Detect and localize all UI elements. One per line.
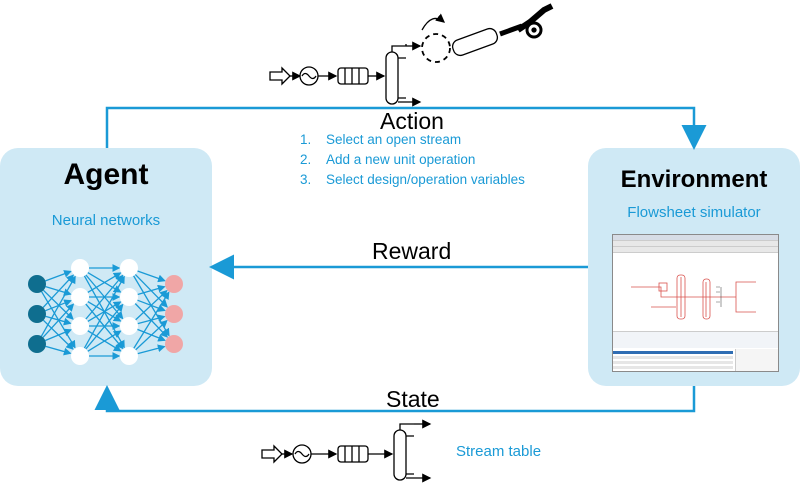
nn-edge <box>45 315 72 326</box>
action-step: 2.Add a new unit operation <box>300 152 476 167</box>
environment-subtitle: Flowsheet simulator <box>627 204 761 221</box>
nn-edge <box>135 319 168 351</box>
nn-edge <box>87 272 122 293</box>
nn-edge <box>45 328 72 342</box>
nn-edge <box>137 344 166 355</box>
nn-edge <box>40 275 76 337</box>
state-arrow <box>94 385 696 413</box>
agent-subtitle: Neural networks <box>51 212 161 229</box>
action-steps-list: 1.Select an open stream 2.Add a new unit… <box>300 130 525 190</box>
nn-edge <box>45 345 72 356</box>
action-step: 1.Select an open stream <box>300 132 462 147</box>
column-icon <box>385 51 399 105</box>
hidden-node <box>71 259 89 277</box>
input-node <box>28 275 46 293</box>
action-arrow <box>105 106 707 150</box>
nn-edge <box>87 330 122 352</box>
simulator-message-grid <box>613 349 733 371</box>
feed-arrow-icon <box>269 66 291 86</box>
action-label: Action <box>380 108 444 134</box>
action-step: 3.Select design/operation variables <box>300 172 525 187</box>
agent-title: Agent <box>63 158 149 191</box>
nn-edge <box>85 274 124 320</box>
hidden-node <box>120 347 138 365</box>
state-label: State <box>386 386 440 412</box>
nn-edge <box>137 270 166 283</box>
environment-title: Environment <box>620 166 768 193</box>
new-column-icon <box>451 27 499 57</box>
hidden-node <box>71 288 89 306</box>
action-flowsheet <box>269 3 554 107</box>
output-node <box>165 335 183 353</box>
robot-arm-icon <box>516 3 554 33</box>
state-flowsheet <box>261 419 432 483</box>
reward-label: Reward <box>372 238 452 264</box>
nn-edge <box>135 289 168 321</box>
hidden-node <box>120 288 138 306</box>
reactor-icon <box>337 67 369 85</box>
nn-edge <box>42 274 75 308</box>
reactor-icon <box>337 445 369 463</box>
feed-arrow-icon <box>261 444 283 464</box>
input-node <box>28 305 46 323</box>
hidden-node <box>71 347 89 365</box>
nn-edge <box>83 275 125 349</box>
neural-network <box>28 259 183 365</box>
nn-edge <box>133 291 170 349</box>
hidden-node <box>71 317 89 335</box>
nn-edge <box>45 270 72 282</box>
nn-edge <box>85 303 124 350</box>
input-node <box>28 335 46 353</box>
nn-edge <box>137 284 166 296</box>
hidden-node <box>120 317 138 335</box>
nn-edge <box>42 303 75 338</box>
simulator-screenshot <box>612 234 779 372</box>
hidden-node <box>120 259 138 277</box>
column-icon <box>393 429 407 481</box>
output-node <box>165 305 183 323</box>
output-node <box>165 275 183 293</box>
stream-table-label: Stream table <box>456 443 542 460</box>
simulator-canvas <box>621 257 769 331</box>
nn-edge <box>42 289 74 320</box>
